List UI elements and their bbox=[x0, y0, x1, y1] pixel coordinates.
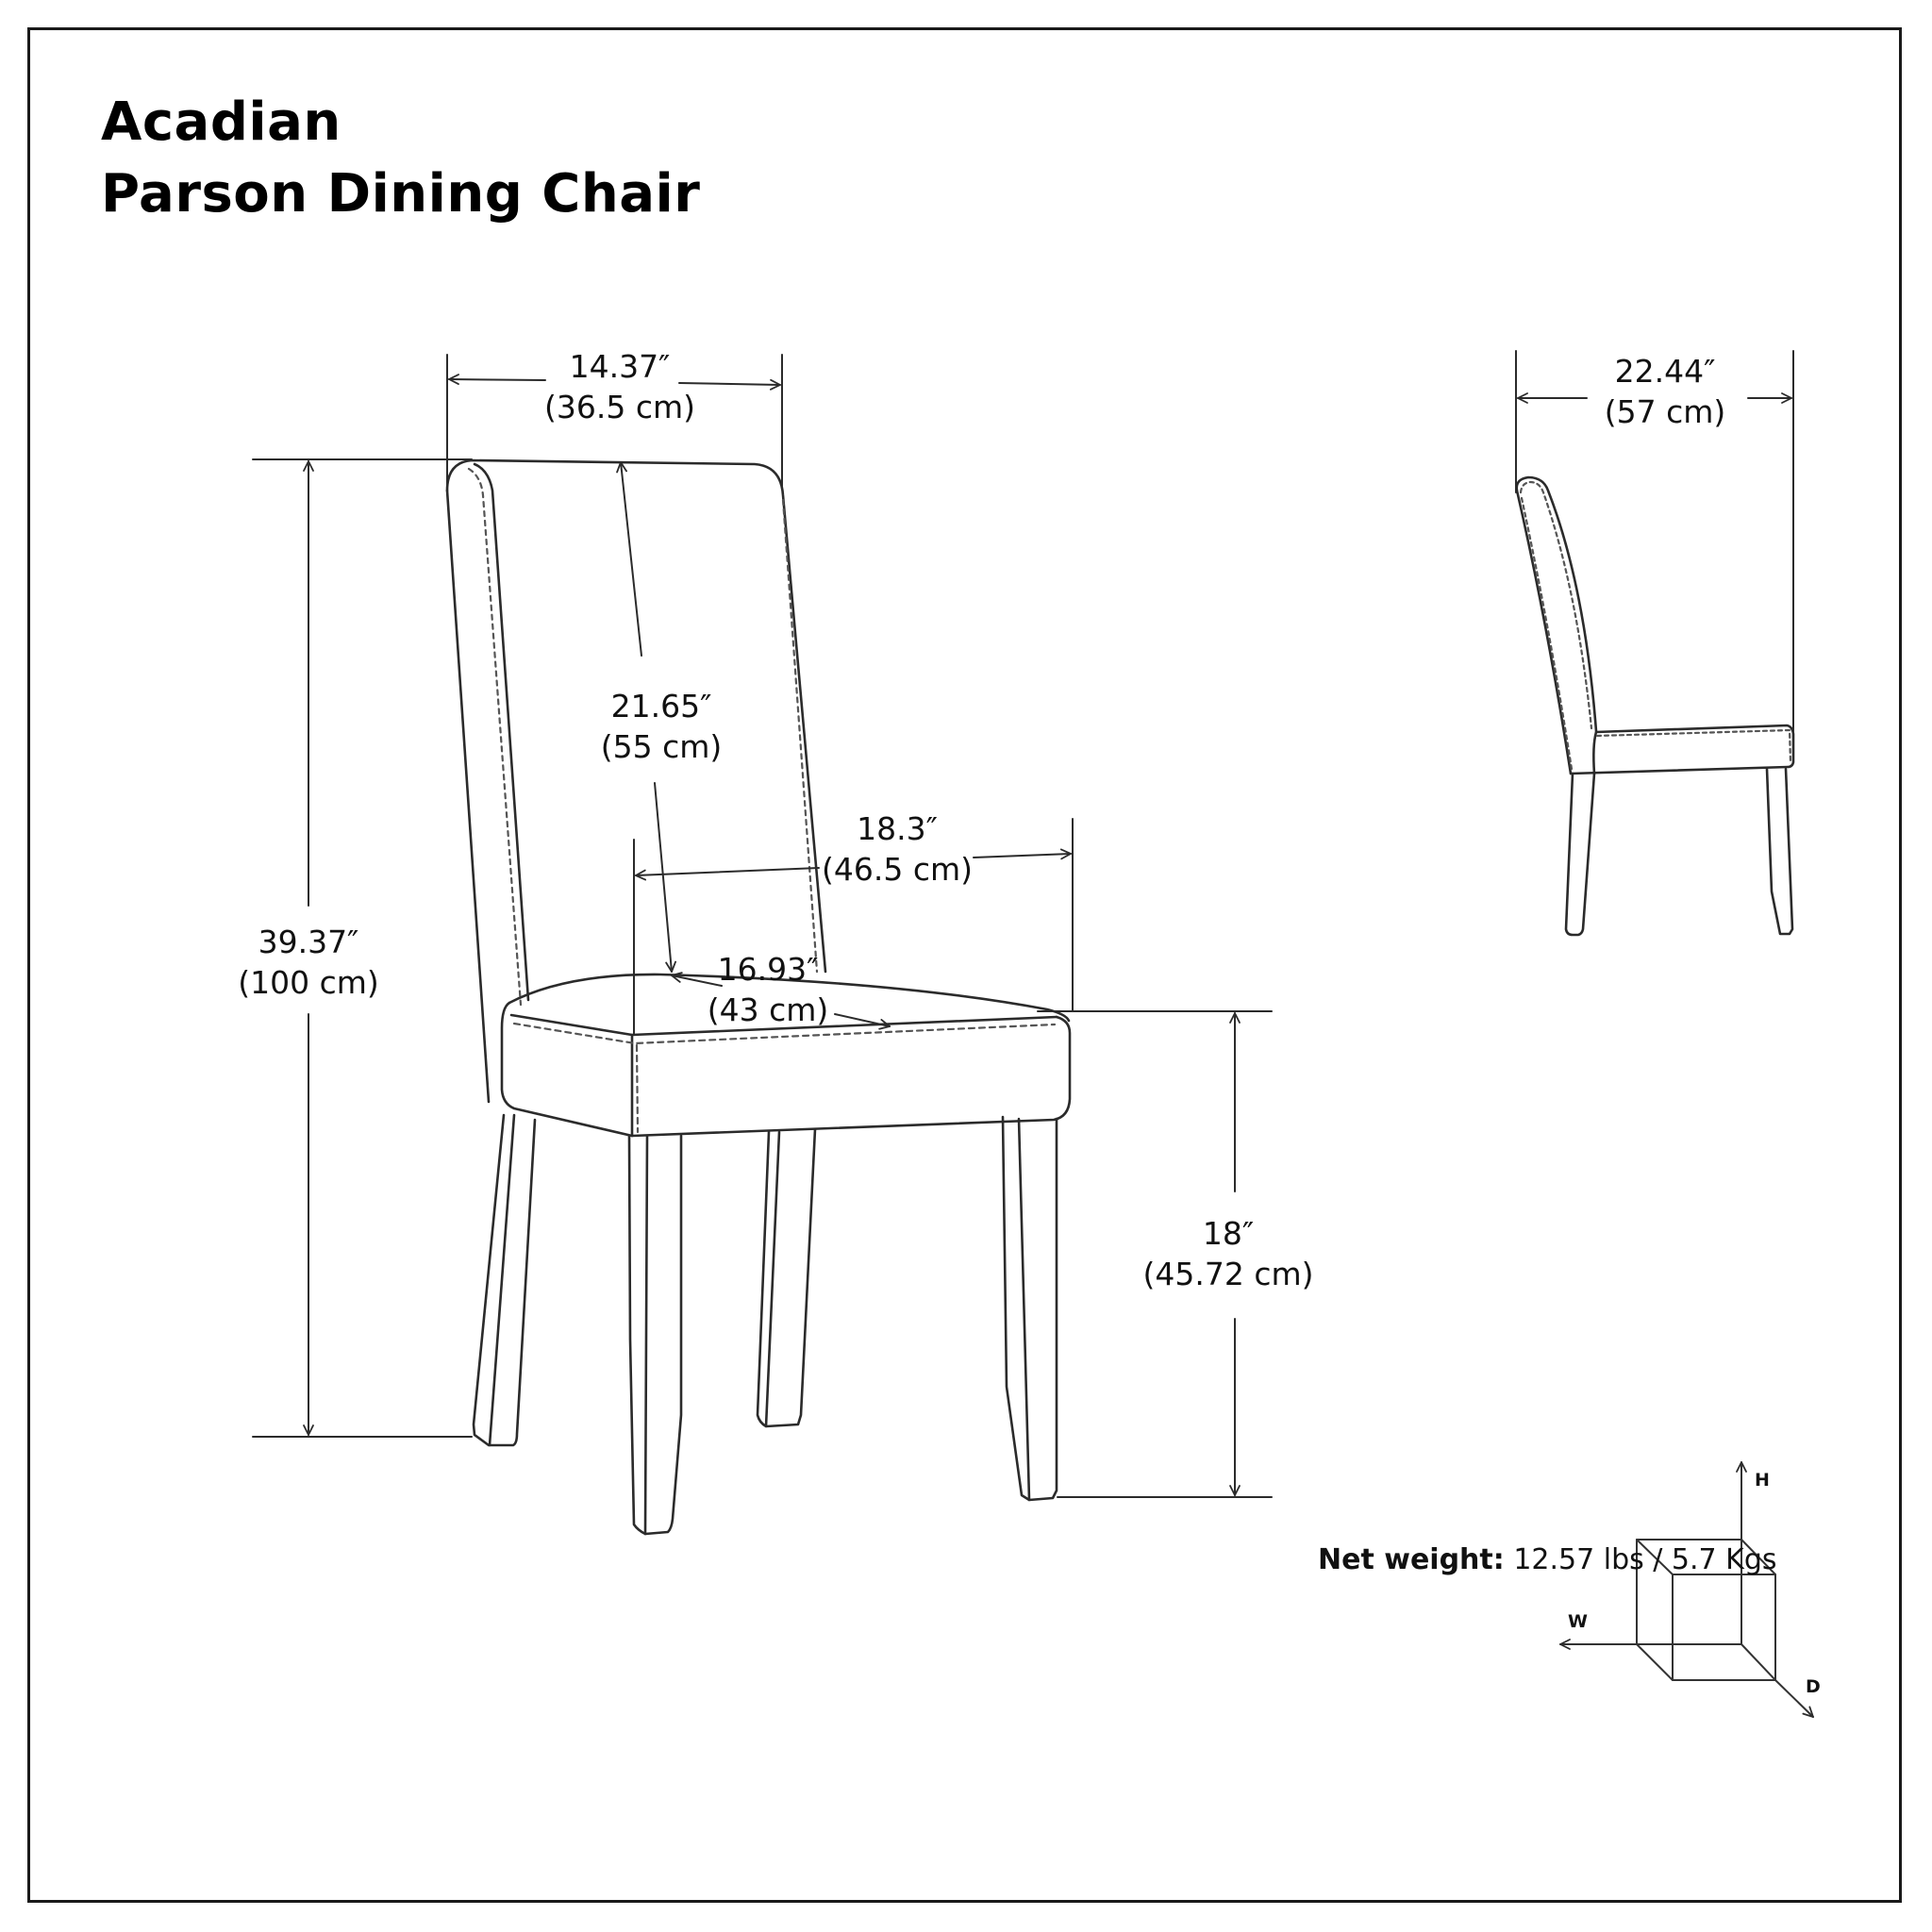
side-leg-back bbox=[1564, 772, 1596, 937]
net-weight-value: 12.57 lbs / 5.7 Kgs bbox=[1513, 1543, 1777, 1576]
title-product: Parson Dining Chair bbox=[101, 163, 701, 225]
leg-front-left-edge bbox=[643, 1134, 649, 1536]
page-border bbox=[27, 27, 1902, 1903]
net-weight-label: Net weight: bbox=[1318, 1543, 1505, 1576]
dim-seat-width-cm: (46.5 cm) bbox=[821, 851, 974, 888]
dim-seat-height-in: 18″ bbox=[1202, 1215, 1255, 1252]
leg-front-right-edge bbox=[1017, 1117, 1031, 1502]
product-title: Acadian Parson Dining Chair bbox=[101, 87, 700, 230]
axis-label-h: H bbox=[1755, 1470, 1770, 1491]
dim-seat-depth-cm: (43 cm) bbox=[707, 991, 829, 1028]
dim-total-depth: 22.44″ (57 cm) bbox=[1605, 351, 1726, 432]
seat-top-left bbox=[500, 1001, 634, 1138]
side-backrest-stitch bbox=[1519, 480, 1593, 730]
title-brand: Acadian bbox=[101, 92, 341, 153]
backrest-left-stitch bbox=[467, 467, 523, 1007]
backrest-right-stitch bbox=[781, 498, 819, 974]
backrest-outline bbox=[445, 458, 827, 974]
side-view-chair bbox=[1515, 475, 1795, 937]
leg-front-left bbox=[627, 1134, 683, 1536]
dim-total-height: 39.37″ (100 cm) bbox=[238, 922, 379, 1003]
side-backrest bbox=[1515, 475, 1598, 733]
dim-back-height-in: 21.65″ bbox=[610, 688, 712, 724]
backrest-left-side bbox=[445, 489, 491, 1104]
dim-back-width: 14.37″ (36.5 cm) bbox=[544, 346, 695, 427]
dim-back-width-cm: (36.5 cm) bbox=[543, 389, 696, 425]
axis-d-arrow bbox=[1774, 1679, 1814, 1718]
front-dimension-lines bbox=[252, 354, 1273, 1498]
backrest-inner-edge bbox=[473, 462, 530, 1002]
side-dimension-lines bbox=[1515, 350, 1794, 737]
dim-back-height-cm: (55 cm) bbox=[600, 728, 723, 765]
leg-back-left bbox=[472, 1113, 537, 1447]
seat-stitch-corner bbox=[635, 1043, 640, 1134]
dim-back-width-in: 14.37″ bbox=[569, 348, 671, 385]
seat-stitch-top bbox=[512, 1022, 1057, 1045]
leg-back-right bbox=[756, 1127, 817, 1428]
side-seat-stitch bbox=[1595, 728, 1792, 764]
axis-label-w: W bbox=[1568, 1611, 1588, 1632]
dim-seat-depth-in: 16.93″ bbox=[717, 951, 819, 988]
side-backrest-rear bbox=[1515, 489, 1573, 775]
leg-back-right-edge bbox=[764, 1130, 781, 1428]
dim-total-depth-in: 22.44″ bbox=[1614, 353, 1716, 390]
side-seat-front-seam bbox=[1592, 730, 1598, 775]
axis-cube bbox=[1559, 1461, 1814, 1718]
dim-total-depth-cm: (57 cm) bbox=[1604, 393, 1726, 430]
dim-seat-depth: 16.93″ (43 cm) bbox=[708, 949, 829, 1030]
dim-seat-width-in: 18.3″ bbox=[857, 810, 938, 847]
axis-label-d: D bbox=[1806, 1676, 1821, 1697]
dim-seat-height-cm: (45.72 cm) bbox=[1142, 1256, 1314, 1292]
seat-front-face bbox=[630, 1015, 1072, 1138]
leg-back-left-edge bbox=[488, 1113, 516, 1447]
net-weight: Net weight: 12.57 lbs / 5.7 Kgs bbox=[1318, 1543, 1777, 1576]
side-backrest-stitch-rear bbox=[1520, 496, 1574, 771]
dim-total-height-cm: (100 cm) bbox=[238, 964, 379, 1001]
dim-total-height-in: 39.37″ bbox=[258, 924, 359, 960]
dim-seat-width: 18.3″ (46.5 cm) bbox=[822, 808, 973, 890]
side-leg-front bbox=[1765, 767, 1794, 936]
dim-seat-height: 18″ (45.72 cm) bbox=[1142, 1213, 1313, 1294]
side-seat bbox=[1569, 724, 1795, 775]
dim-back-height: 21.65″ (55 cm) bbox=[601, 686, 723, 767]
leg-front-right bbox=[1001, 1115, 1058, 1502]
